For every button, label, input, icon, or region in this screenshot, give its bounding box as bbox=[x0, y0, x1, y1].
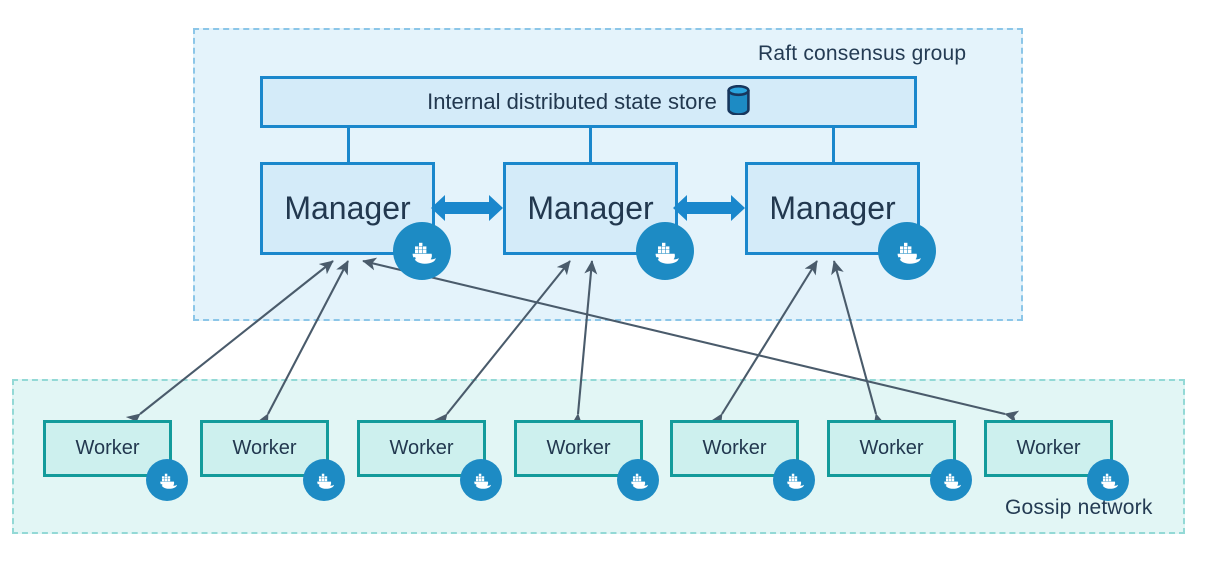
docker-whale-icon-manager-1 bbox=[393, 222, 451, 280]
worker-label-3: Worker bbox=[389, 437, 454, 459]
worker-label-6: Worker bbox=[859, 437, 924, 459]
worker-label-5: Worker bbox=[702, 437, 767, 459]
group-label-gossip: Gossip network bbox=[1005, 496, 1153, 519]
docker-whale-icon-worker-5 bbox=[773, 459, 815, 501]
manager-label-2: Manager bbox=[527, 190, 654, 226]
worker-label-7: Worker bbox=[1016, 437, 1081, 459]
docker-whale-icon-worker-2 bbox=[303, 459, 345, 501]
docker-whale-icon-worker-4 bbox=[617, 459, 659, 501]
docker-whale-icon-manager-2 bbox=[636, 222, 694, 280]
group-label-raft: Raft consensus group bbox=[758, 42, 967, 65]
docker-whale-icon-worker-1 bbox=[146, 459, 188, 501]
docker-whale-icon-manager-3 bbox=[878, 222, 936, 280]
connector-store-manager2 bbox=[589, 128, 592, 162]
manager-node-1[interactable]: Manager bbox=[260, 162, 435, 255]
database-cylinder-icon bbox=[727, 84, 750, 120]
docker-whale-icon-worker-6 bbox=[930, 459, 972, 501]
connector-store-manager3 bbox=[832, 128, 835, 162]
state-store-label: Internal distributed state store bbox=[427, 89, 717, 114]
worker-label-2: Worker bbox=[232, 437, 297, 459]
internal-state-store-node[interactable]: Internal distributed state store bbox=[260, 76, 917, 128]
docker-whale-icon-worker-7 bbox=[1087, 459, 1129, 501]
manager-label-1: Manager bbox=[284, 190, 411, 226]
docker-whale-icon-worker-3 bbox=[460, 459, 502, 501]
connector-store-manager1 bbox=[347, 128, 350, 162]
manager-node-2[interactable]: Manager bbox=[503, 162, 678, 255]
worker-label-4: Worker bbox=[546, 437, 611, 459]
manager-label-3: Manager bbox=[769, 190, 896, 226]
worker-label-1: Worker bbox=[75, 437, 140, 459]
